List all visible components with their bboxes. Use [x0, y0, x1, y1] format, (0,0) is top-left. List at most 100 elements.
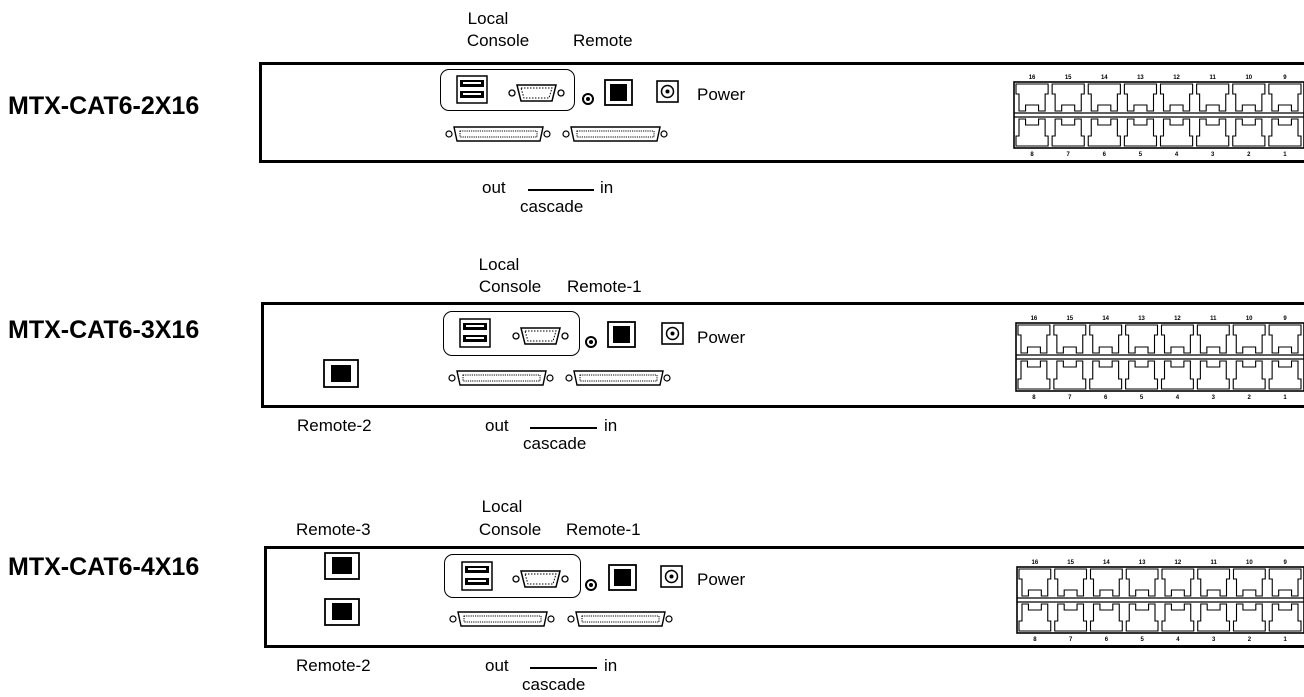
usb-ports-icon [459, 318, 491, 348]
rj45-port-icon [1017, 324, 1051, 354]
port-number-top: 12 [1173, 75, 1180, 81]
rj45-port-icon [1054, 603, 1088, 632]
cascade-line [528, 189, 594, 191]
cascade-in-label: in [604, 416, 618, 435]
rj45-port-icon [1123, 83, 1158, 112]
port-number-bottom: 8 [1033, 637, 1037, 643]
rj45-remote-3-icon [324, 552, 360, 580]
remote-2-label: Remote-2 [296, 656, 371, 675]
remote-label: Remote [573, 31, 633, 50]
port-number-bottom: 6 [1105, 637, 1109, 643]
rj45-port-icon [1268, 118, 1302, 147]
rj45-port-icon [1196, 324, 1230, 354]
model-title: MTX-CAT6-3X16 [8, 316, 200, 344]
port-number-top: 16 [1031, 316, 1038, 322]
port-number-top: 9 [1283, 560, 1287, 566]
port-number-bottom: 7 [1067, 152, 1071, 158]
port-number-top: 11 [1210, 75, 1217, 81]
remote-1-label: Remote-1 [566, 520, 641, 539]
button-icon [585, 579, 597, 591]
rj45-port-icon [1232, 118, 1266, 147]
port-number-top: 14 [1101, 75, 1108, 81]
cascade-in-port-icon [565, 370, 671, 386]
vga-port-icon [508, 84, 565, 102]
cascade-out-port-icon [448, 370, 554, 386]
rj45-port-icon [1087, 118, 1121, 147]
rj45-port-icon [1161, 568, 1195, 597]
local-label: Local [478, 255, 520, 274]
port-number-top: 12 [1174, 316, 1181, 322]
port-number-bottom: 1 [1283, 395, 1287, 401]
rj45-port-icon [1125, 324, 1159, 354]
port-number-bottom: 3 [1212, 395, 1216, 401]
model-title: MTX-CAT6-2X16 [8, 92, 200, 120]
port-number-bottom: 3 [1212, 637, 1216, 643]
port-number-top: 16 [1029, 75, 1036, 81]
port-number-top: 13 [1139, 560, 1146, 566]
rj45-port-icon [1160, 360, 1194, 390]
rj45-port-icon [1197, 568, 1231, 597]
port-number-top: 11 [1210, 316, 1217, 322]
rj45-port-icon [1160, 324, 1194, 354]
rj45-remote-2-icon [324, 598, 360, 626]
port-number-top: 9 [1283, 75, 1287, 81]
cascade-label: cascade [523, 434, 587, 453]
usb-ports-icon [461, 561, 493, 591]
rj45-port-icon [1197, 603, 1231, 632]
rj45-remote-1-icon [608, 564, 637, 591]
rj45-port-icon [1232, 360, 1266, 390]
port-number-top: 15 [1066, 316, 1073, 322]
rj45-port-icon [1018, 603, 1052, 632]
port-number-top: 16 [1032, 560, 1039, 566]
rj45-port-icon [1087, 83, 1121, 112]
port-number-bottom: 2 [1248, 637, 1252, 643]
port-number-top: 10 [1246, 560, 1253, 566]
port-number-top: 13 [1138, 316, 1145, 322]
cascade-in-port-icon [567, 611, 673, 627]
rj45-port-icon [1125, 603, 1159, 632]
port-number-bottom: 5 [1140, 637, 1144, 643]
port-number-bottom: 1 [1283, 152, 1287, 158]
rj45-port-icon [1053, 360, 1087, 390]
rj45-port-icon [1017, 360, 1051, 390]
cascade-out-label: out [485, 416, 509, 435]
cascade-line [530, 427, 597, 429]
cascade-label: cascade [520, 197, 584, 216]
rj45-port-icon [1015, 118, 1049, 147]
rj45-port-icon [1161, 603, 1195, 632]
rj45-remote-2-icon [323, 359, 359, 388]
rj45-remote-1-icon [607, 321, 636, 348]
cascade-out-label: out [485, 656, 509, 675]
rj45-port-icon [1089, 360, 1123, 390]
button-icon [585, 336, 597, 348]
vga-port-icon [512, 570, 569, 588]
rj45-port-icon [1268, 324, 1302, 354]
local-label: Local [481, 497, 523, 516]
rj45-port-icon [1051, 83, 1085, 112]
console-label: Console [478, 520, 542, 539]
rj45-port-icon [1125, 360, 1159, 390]
rj45-port-icon [1015, 83, 1049, 112]
port-number-top: 15 [1067, 560, 1074, 566]
port-number-bottom: 1 [1283, 637, 1287, 643]
port-number-bottom: 7 [1068, 395, 1072, 401]
port-number-top: 14 [1102, 316, 1109, 322]
cascade-in-port-icon [562, 126, 668, 142]
remote-3-label: Remote-3 [296, 520, 371, 539]
rj45-port-icon [1018, 568, 1052, 597]
rj45-port-icon [1089, 603, 1123, 632]
console-label: Console [478, 277, 542, 296]
rj45-port-icon [1196, 118, 1230, 147]
cascade-in-label: in [604, 656, 618, 675]
power-label: Power [697, 85, 746, 104]
rj45-port-icon [1232, 324, 1266, 354]
port-number-top: 14 [1103, 560, 1110, 566]
rj45-port-icon [1268, 360, 1302, 390]
rj45-port-icon [1125, 568, 1159, 597]
power-label: Power [697, 570, 746, 589]
port-number-bottom: 4 [1176, 395, 1180, 401]
port-number-bottom: 8 [1032, 395, 1036, 401]
